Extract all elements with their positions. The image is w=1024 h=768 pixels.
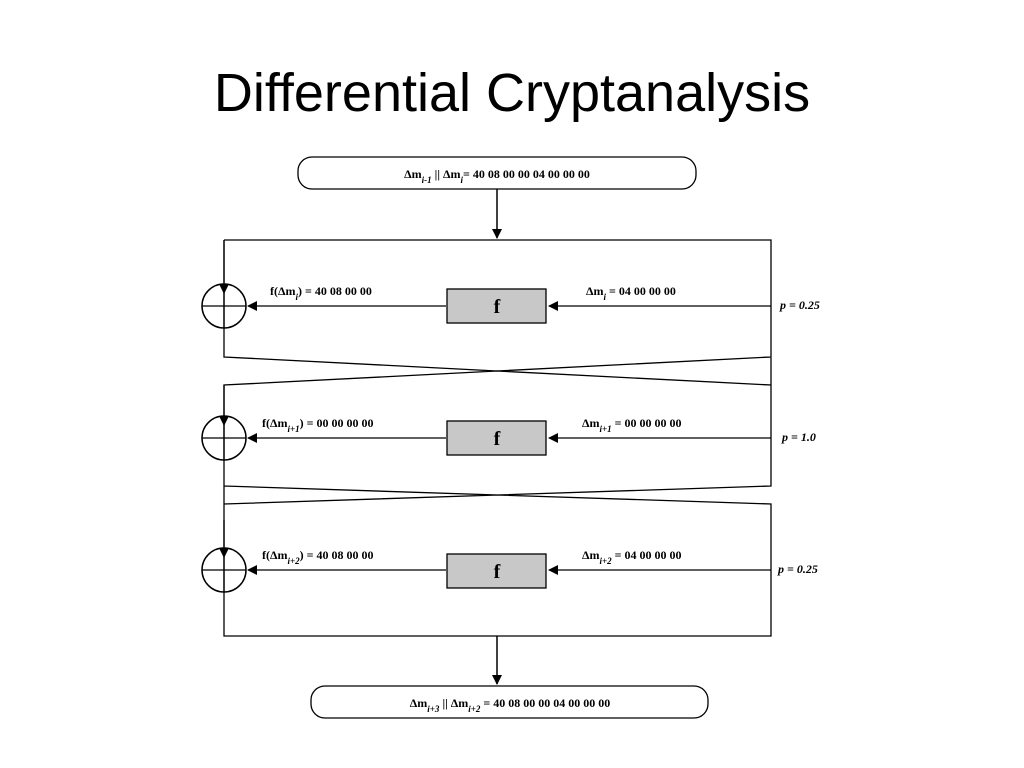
f-output-difference: f(Δmi+2) = 40 08 00 00: [262, 548, 374, 566]
round-probability: p = 0.25: [779, 298, 820, 312]
round-probability: p = 0.25: [777, 562, 818, 576]
f-output-difference: f(Δmi+1) = 00 00 00 00: [262, 416, 374, 434]
input-half-difference: Δmi+2 = 04 00 00 00: [582, 548, 682, 566]
function-f-label: f: [494, 296, 501, 318]
output-difference-box: [310, 685, 709, 719]
f-output-difference: f(Δmi) = 40 08 00 00: [270, 284, 372, 302]
function-f-box: [446, 553, 547, 589]
function-f-box: [446, 420, 547, 456]
function-f-label: f: [494, 561, 501, 583]
input-half-difference: Δmi+1 = 00 00 00 00: [582, 416, 682, 434]
round-2: f f(Δmi+1) = 00 00 00 00 Δmi+1 = 00 00 0…: [201, 385, 816, 461]
function-f-label: f: [494, 428, 501, 450]
function-f-box: [446, 288, 547, 324]
output-difference-label: Δmi+3 || Δmi+2 = 40 08 00 00 04 00 00 00: [410, 696, 610, 714]
round-1: f f(Δmi) = 40 08 00 00 Δmi = 04 00 00 00…: [201, 240, 820, 329]
slide-title: Differential Cryptanalysis: [213, 63, 811, 123]
input-half-difference: Δmi = 04 00 00 00: [586, 284, 676, 302]
round-probability: p = 1.0: [781, 430, 816, 444]
round-3: f f(Δmi+2) = 40 08 00 00 Δmi+2 = 04 00 0…: [201, 520, 818, 593]
input-difference-label: Δmi-1 || Δmi= 40 08 00 00 04 00 00 00: [404, 167, 590, 185]
